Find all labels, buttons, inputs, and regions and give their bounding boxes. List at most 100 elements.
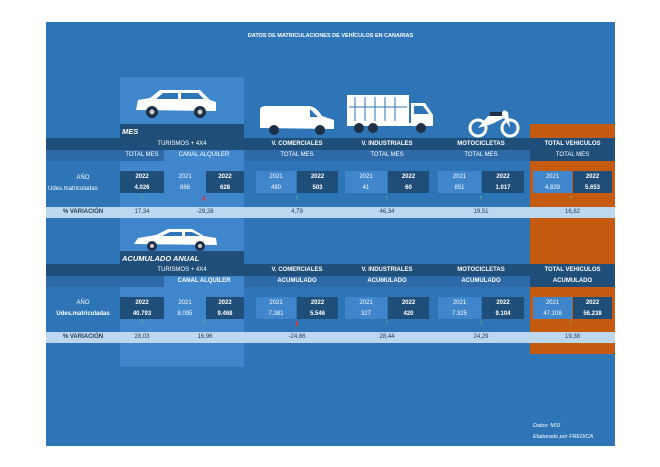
mes-year-cell [482,171,524,182]
mes-group-industriales: V. INDUSTRIALES [361,141,413,147]
acum-units-value: 7.325 [451,310,467,317]
mes-variation-value: 4,79 [291,209,303,215]
mes-year-value: 2021 [545,173,560,180]
mes-variation-label: % VARIACIÓN [62,209,104,215]
mes-variation-value: -29,28 [196,209,214,215]
mes-sub-totalmes-total: TOTAL MES [555,152,590,158]
mes-units-cell [533,182,572,193]
acum-year-value: 2021 [359,299,373,306]
acum-year-cell [438,297,481,308]
arrow-up-icon: ↑ [569,195,573,202]
mes-units-value: 60 [405,184,412,191]
acum-units-cell [166,308,204,319]
acum-group-motos: MOTOCICLETAS [457,267,505,273]
mes-units-cell [345,182,387,193]
acum-year-value: 2022 [585,299,600,306]
acum-year-value: 2022 [401,299,416,306]
mes-total-header-cell [530,138,615,150]
arrow-up-icon: ↑ [385,320,389,327]
acum-year-value: 2021 [269,299,283,306]
mes-units-value: 851 [454,184,465,191]
mes-variation-row [46,207,530,218]
acum-year-cell [206,297,244,308]
mes-canal-cell [164,150,244,161]
mes-variation-total-cell [530,207,615,218]
mes-variation-value: 17,34 [134,209,150,215]
mes-year-cell [256,171,296,182]
mes-group-comerciales: V. COMERCIALES [271,141,323,147]
arrow-up-icon: ↑ [295,195,299,202]
mes-units-cell [206,182,244,193]
acum-units-value: 56.238 [583,310,602,317]
arrow-down-icon: ⬇ [201,196,207,203]
acum-units-cell [206,308,244,319]
acum-units-value: 7.381 [268,310,284,317]
acum-year-cell [297,297,338,308]
acum-group-total: TOTAL VEHICULOS [544,267,601,273]
acum-units-cell [573,308,612,319]
acum-year-cell [120,297,164,308]
mes-year-cell [297,171,338,182]
mes-units-value: 628 [219,184,230,191]
mes-group-motos: MOTOCICLETAS [457,141,505,147]
acum-units-cell [533,308,572,319]
mes-units-value: 1.017 [495,184,511,191]
footer-source: Datos: MSI [533,423,561,429]
mes-year-cell [206,171,244,182]
mes-year-value: 2022 [135,173,149,180]
mes-subheader-row [46,150,530,161]
mes-year-value: 2021 [452,173,467,180]
acum-variation-value: -24,86 [288,334,306,340]
acum-year-row-label: AÑO [76,300,90,306]
acum-units-cell [388,308,429,319]
mes-year-value: 2022 [218,173,232,180]
acum-label-bar [120,251,244,264]
acum-units-value: 47.108 [543,310,562,317]
mes-sub-canal-alquiler: CANAL ALQUILER [178,152,230,158]
acum-group-header-row [46,264,530,276]
mes-year-cell [345,171,387,182]
mes-units-cell [573,182,612,193]
acum-units-cell [297,308,338,319]
acum-units-cell [120,308,164,319]
mes-units-value: 5.653 [584,184,600,191]
acum-units-value: 8.095 [177,310,193,317]
acum-subheader-row [46,276,530,287]
mes-units-cell [166,182,204,193]
acum-sub-canal-alquiler: CANAL ALQUILER [177,278,231,284]
mes-year-cell [438,171,481,182]
acum-year-value: 2022 [310,299,325,306]
acum-year-cell [533,297,572,308]
car-sedan-icon [130,226,220,252]
acum-year-cell [482,297,524,308]
acum-variation-value: 28,44 [379,334,395,340]
mes-units-cell [438,182,481,193]
acum-variation-row [46,332,530,343]
mes-units-cell [120,182,164,193]
acum-units-cell [256,308,296,319]
acum-units-value: 5.546 [309,310,325,317]
acum-variation-value: 28,03 [134,334,150,340]
mes-variation-value: 19,51 [473,209,489,215]
acum-group-comerciales: V. COMERCIALES [271,267,323,273]
mes-sub-totalmes-comerciales: TOTAL MES [280,152,314,158]
acum-total-subheader-cell [530,276,615,287]
mes-total-marker: . [544,222,546,228]
arrow-up-icon: ↑ [140,195,144,202]
arrow-up-icon: ↑ [479,320,483,327]
mes-group-total: TOTAL VEHICULOS [544,141,601,147]
acum-year-cell [166,297,204,308]
acum-sub-acumulado-motos: ACUMULADO [461,278,501,284]
acum-year-cell [256,297,296,308]
truck-icon [345,93,435,135]
mes-units-cell [297,182,338,193]
mes-year-value: 2022 [401,173,416,180]
mes-units-cell [482,182,524,193]
acum-units-value: 40.793 [132,310,152,317]
mes-units-value: 888 [179,184,190,191]
mes-units-cell [256,182,296,193]
acum-units-value: 9.104 [495,310,511,317]
mes-sub-totalmes-turismos: TOTAL MES [125,152,159,158]
arrow-up-icon: ↑ [202,320,206,327]
acum-year-value: 2022 [218,299,232,306]
